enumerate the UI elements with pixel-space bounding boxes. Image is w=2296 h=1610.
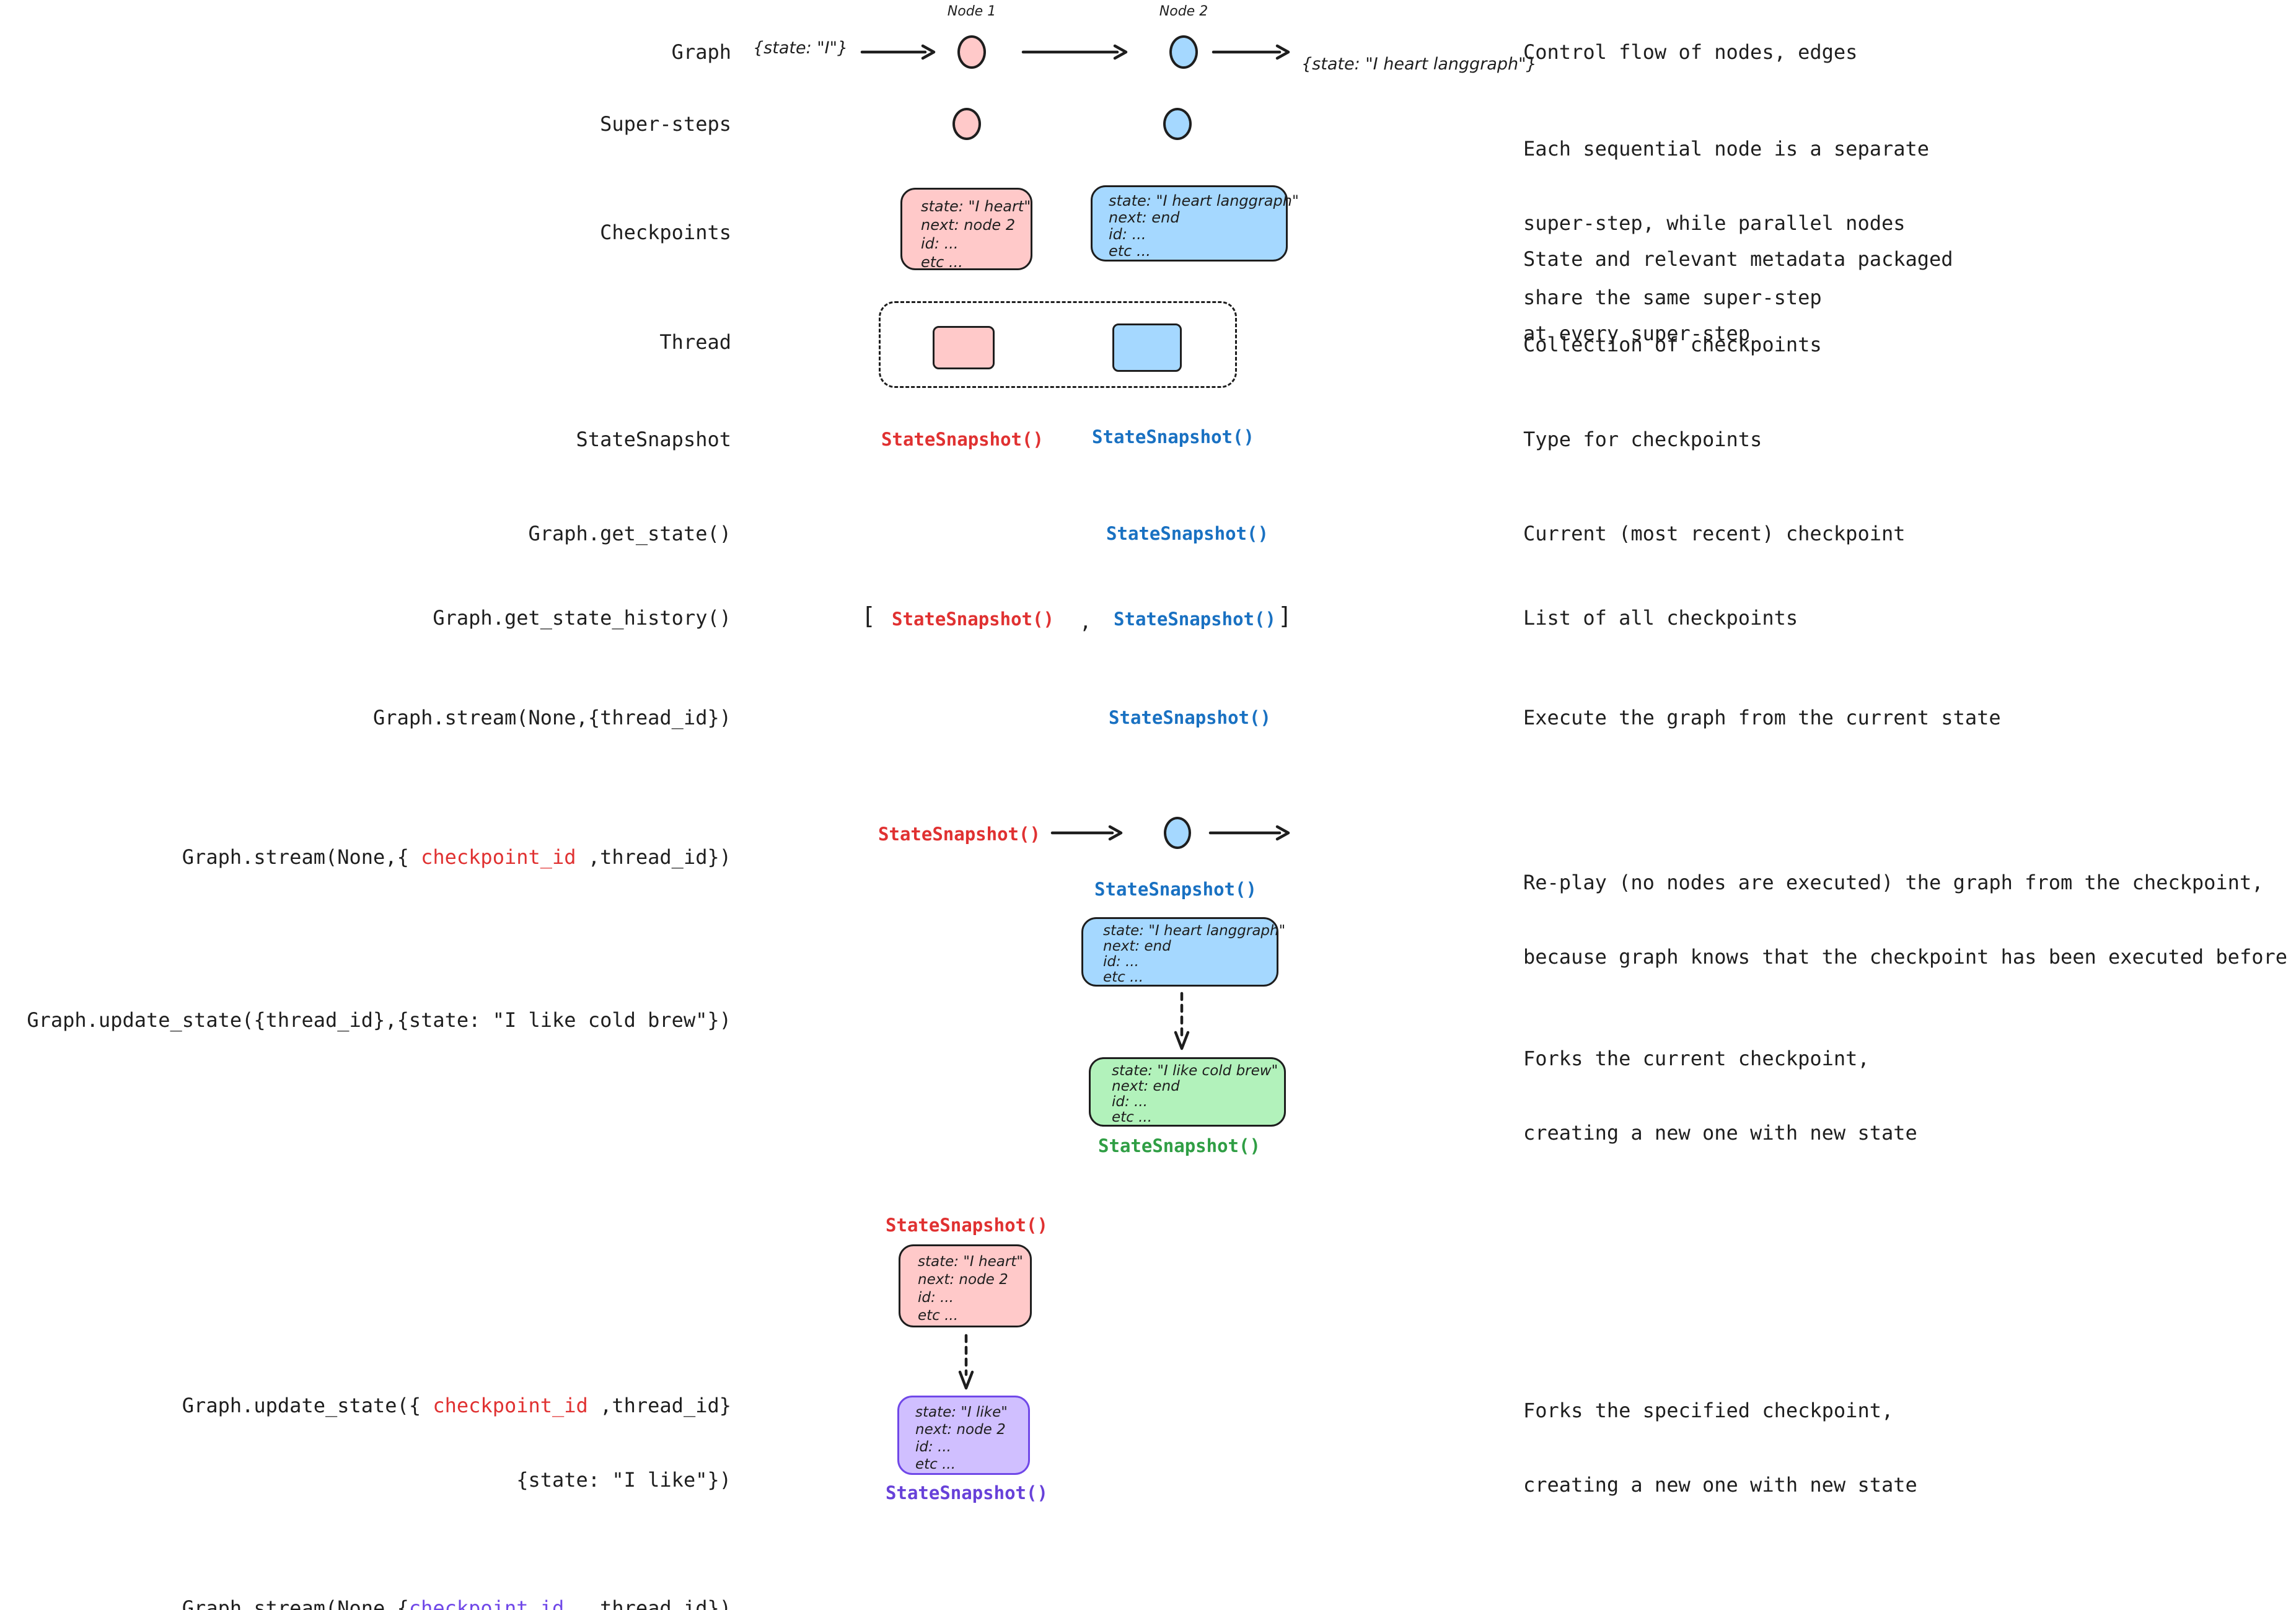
thread-container (879, 301, 1237, 388)
state-snapshot-description: Type for checkpoints (1523, 428, 1762, 451)
graph-output-state: {state: "I heart langgraph"} (1301, 55, 1537, 74)
get-state-description: Current (most recent) checkpoint (1523, 522, 1906, 545)
thread-checkpoint-pink (933, 326, 995, 369)
row-label-thread: Thread (659, 330, 731, 354)
graph-input-state: {state: "I"} (753, 38, 848, 58)
thread-checkpoint-blue (1112, 323, 1182, 372)
fork-current-source-card: state: "I heart langgraph" next: end id:… (1081, 917, 1285, 987)
replay-snapshot-red: StateSnapshot() (878, 824, 1040, 845)
stream-thread-snapshot-call: StateSnapshot() (1109, 707, 1271, 728)
fork-specified-snapshot-bottom: StateSnapshot() (886, 1482, 1048, 1503)
node2-circle (1169, 35, 1198, 69)
fork-specified-source-card: state: "I heart" next: node 2 id: ... et… (899, 1244, 1032, 1327)
update-state-checkpoint-description: Forks the specified checkpoint, creating… (1523, 1399, 1917, 1497)
arrow-down-dashed-icon (958, 1334, 974, 1390)
replay-node2-circle (1164, 817, 1191, 849)
super-step-node1-circle (952, 108, 981, 140)
row-label-stream-checkpoint: Graph.stream(None,{ checkpoint_id ,threa… (182, 845, 731, 869)
arrow-right-icon (1050, 825, 1123, 841)
fork-current-snapshot-bottom: StateSnapshot() (1098, 1135, 1260, 1156)
checkpoints-description: State and relevant metadata packaged at … (1523, 247, 1953, 345)
state-snapshot-call-red: StateSnapshot() (881, 429, 1044, 450)
row-label-update-state-thread: Graph.update_state({thread_id},{state: "… (27, 1008, 731, 1032)
super-steps-description: Each sequential node is a separate super… (1523, 137, 1930, 309)
row-label-update-state-checkpoint: Graph.update_state({ checkpoint_id ,thre… (182, 1394, 731, 1492)
history-snapshot-blue: StateSnapshot() (1114, 609, 1276, 630)
checkpoint-card-node2: state: "I heart langgraph" next: end id:… (1091, 185, 1299, 262)
arrow-right-icon (1212, 44, 1290, 60)
get-state-history-description: List of all checkpoints (1523, 606, 1798, 630)
checkpoint-card-node1: state: "I heart" next: node 2 id: ... et… (900, 188, 1032, 271)
row-label-state-snapshot: StateSnapshot (576, 428, 731, 451)
row-label-stream-forked: Graph.stream(None,{checkpoint_id ,thread… (0, 1571, 731, 1610)
fork-specified-new-card: state: "I like" next: node 2 id: ... etc… (897, 1396, 1030, 1475)
history-comma: , (1080, 610, 1092, 633)
history-bracket-open: [ (861, 602, 876, 630)
row-label-super-steps: Super-steps (600, 112, 731, 136)
state-snapshot-call-blue: StateSnapshot() (1092, 426, 1254, 447)
row-label-graph: Graph (671, 40, 731, 64)
row-label-get-state-history: Graph.get_state_history() (433, 606, 731, 630)
update-state-thread-description: Forks the current checkpoint, creating a… (1523, 1047, 1917, 1145)
graph-description: Control flow of nodes, edges (1523, 40, 1858, 64)
node2-label: Node 2 (1159, 4, 1208, 19)
checkpoint-id-token-purple: checkpoint_id (408, 1596, 565, 1610)
row-label-stream-thread: Graph.stream(None,{thread_id}) (373, 706, 731, 729)
fork-current-snapshot-top: StateSnapshot() (1094, 879, 1257, 900)
arrow-right-icon (1021, 44, 1128, 60)
thread-description: Collection of checkpoints (1523, 333, 1822, 356)
fork-specified-snapshot-top: StateSnapshot() (886, 1215, 1048, 1236)
super-step-node2-circle (1163, 108, 1192, 140)
arrow-down-dashed-icon (1174, 992, 1190, 1050)
node1-label: Node 1 (947, 4, 996, 19)
history-snapshot-red: StateSnapshot() (892, 609, 1054, 630)
stream-checkpoint-description: Re-play (no nodes are executed) the grap… (1523, 871, 2287, 969)
stream-forked-description: Re-invoke the graph from the forked chec… (1523, 1562, 2132, 1610)
get-state-snapshot-call: StateSnapshot() (1106, 523, 1269, 544)
row-label-checkpoints: Checkpoints (600, 221, 731, 244)
checkpoint-id-token-red: checkpoint_id (433, 1394, 588, 1417)
history-bracket-close: ] (1278, 602, 1292, 630)
node1-circle (957, 35, 986, 69)
arrow-right-icon (1208, 825, 1290, 841)
fork-current-new-card: state: "I like cold brew" next: end id: … (1089, 1057, 1286, 1127)
checkpoint-id-token-red: checkpoint_id (421, 845, 576, 869)
row-label-get-state: Graph.get_state() (528, 522, 731, 545)
stream-thread-description: Execute the graph from the current state (1523, 706, 2001, 729)
arrow-right-icon (860, 44, 936, 60)
